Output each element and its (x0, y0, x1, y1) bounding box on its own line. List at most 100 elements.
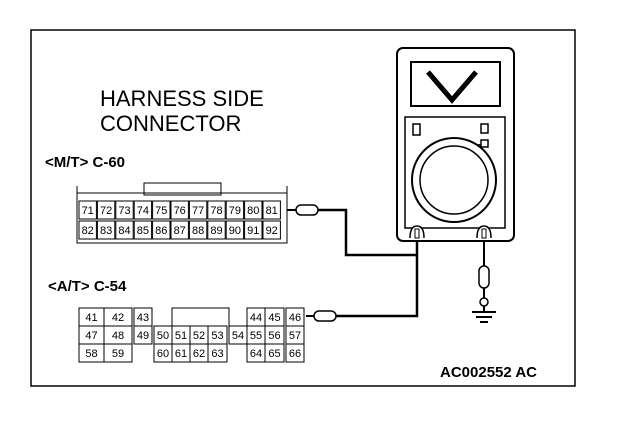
connector-pin: 87 (170, 220, 189, 240)
connector-pin: 64 (246, 343, 266, 363)
pin-number: 41 (85, 312, 97, 324)
connector-pin: 51 (171, 325, 191, 345)
pin-number: 76 (174, 205, 186, 217)
pin-number: 57 (289, 330, 301, 342)
connector-pin: 60 (153, 343, 173, 363)
at-connector-label: <A/T> C-54 (48, 278, 127, 295)
connector-pin: 91 (244, 220, 263, 240)
connector-pin: 85 (133, 220, 153, 240)
pin-number: 48 (112, 330, 124, 342)
connector-pin: 63 (207, 343, 228, 363)
connector-pin: 81 (262, 200, 281, 220)
voltmeter-icon (396, 47, 515, 242)
connector-pin: 84 (115, 220, 134, 240)
test-probe-icon (295, 204, 319, 216)
connector-pin: 44 (246, 307, 266, 327)
pin-number: 50 (157, 330, 169, 342)
connector-pin: 58 (78, 343, 105, 363)
harness-title-line1: HARNESS SIDE (100, 86, 264, 111)
pin-number: 45 (268, 312, 280, 324)
connector-pin: 50 (153, 325, 173, 345)
connector-pin: 45 (264, 307, 285, 327)
pin-number: 78 (210, 205, 222, 217)
connector-pin: 56 (264, 325, 285, 345)
connector-pin: 75 (152, 200, 171, 220)
connector-pin: 72 (96, 200, 116, 220)
pin-number: 81 (266, 205, 278, 217)
pin-number: 42 (112, 312, 124, 324)
figure-code: AC002552 AC (440, 364, 537, 381)
pin-number: 44 (250, 312, 262, 324)
pin-number: 56 (268, 330, 280, 342)
pin-number: 63 (211, 348, 223, 360)
pin-number: 55 (250, 330, 262, 342)
pin-number: 58 (85, 348, 97, 360)
pin-number: 82 (82, 225, 94, 237)
pin-number: 80 (247, 205, 259, 217)
pin-number: 74 (137, 205, 149, 217)
connector-pin: 78 (207, 200, 226, 220)
connector-pin: 47 (78, 325, 105, 345)
connector-pin: 92 (262, 220, 281, 240)
pin-number: 77 (192, 205, 204, 217)
connector-pin: 79 (225, 200, 245, 220)
connector-pin: 49 (133, 325, 153, 345)
connector-pin: 83 (96, 220, 116, 240)
connector-pin: 71 (78, 200, 97, 220)
connector-key-outline (171, 307, 230, 326)
pin-number: 49 (137, 330, 149, 342)
pin-number: 85 (137, 225, 149, 237)
ground-icon (472, 265, 496, 323)
test-probe-icon (313, 310, 337, 322)
pin-number: 91 (247, 225, 259, 237)
connector-pin: 57 (285, 325, 305, 345)
connector-pin: 53 (207, 325, 228, 345)
pin-number: 87 (174, 225, 186, 237)
pin-number: 51 (175, 330, 187, 342)
connector-pin: 52 (189, 325, 209, 345)
connector-pin: 43 (133, 307, 153, 327)
connector-pin: 82 (78, 220, 97, 240)
pin-number: 60 (157, 348, 169, 360)
pin-number: 52 (193, 330, 205, 342)
pin-number: 66 (289, 348, 301, 360)
connector-pin: 74 (133, 200, 153, 220)
wiring (287, 204, 485, 322)
connector-pin: 65 (264, 343, 285, 363)
pin-number: 89 (210, 225, 222, 237)
pin-number: 71 (82, 205, 94, 217)
connector-pin: 41 (78, 307, 105, 327)
connector-pin: 80 (244, 200, 263, 220)
pin-number: 65 (268, 348, 280, 360)
pin-number: 88 (192, 225, 204, 237)
pin-number: 72 (100, 205, 112, 217)
connector-pin: 89 (207, 220, 226, 240)
pin-number: 83 (100, 225, 112, 237)
pin-number: 84 (118, 225, 130, 237)
connector-pin: 76 (170, 200, 189, 220)
pin-number: 46 (289, 312, 301, 324)
pin-number: 43 (137, 312, 149, 324)
pin-number: 59 (112, 348, 124, 360)
pin-number: 75 (155, 205, 167, 217)
connector-pin: 55 (246, 325, 266, 345)
pin-number: 64 (250, 348, 262, 360)
connector-pin: 86 (152, 220, 171, 240)
pin-number: 54 (232, 330, 244, 342)
pin-number: 86 (155, 225, 167, 237)
connector-c54: 41 42 43 44 45 46 47 48 49 50 51 52 53 54 55 56 57 58 59 60… (78, 307, 305, 363)
connector-pin: 54 (228, 325, 248, 345)
connector-pin: 62 (189, 343, 209, 363)
connector-pin: 61 (171, 343, 191, 363)
pin-number: 53 (211, 330, 223, 342)
connector-pin: 48 (103, 325, 133, 345)
pin-number: 61 (175, 348, 187, 360)
connector-pin: 42 (103, 307, 133, 327)
connector-pin: 90 (225, 220, 245, 240)
pin-number: 73 (118, 205, 130, 217)
pin-number: 79 (229, 205, 241, 217)
mt-connector-label: <M/T> C-60 (45, 154, 125, 171)
connector-pin: 77 (188, 200, 208, 220)
